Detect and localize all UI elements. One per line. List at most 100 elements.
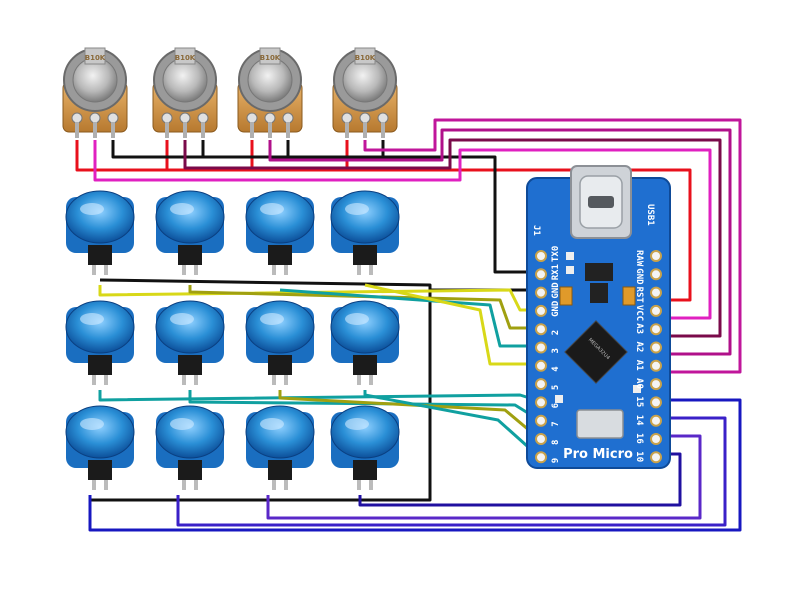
pin-label-left-2: GND bbox=[551, 282, 561, 299]
pot-label: B10K bbox=[260, 54, 281, 62]
pin-left-11 bbox=[535, 451, 547, 464]
button-leg-1 bbox=[272, 375, 276, 385]
board-name: Pro Micro bbox=[563, 447, 633, 462]
button-cap bbox=[65, 300, 135, 354]
pin-right-10 bbox=[650, 433, 662, 445]
button-highlight bbox=[260, 418, 284, 430]
pin-label-left-11: 9 bbox=[551, 458, 561, 463]
pot-knob bbox=[247, 57, 293, 103]
pin-left-6 bbox=[535, 359, 547, 372]
button-switch bbox=[178, 245, 202, 265]
wire-row4 bbox=[364, 283, 536, 366]
potentiometer-4: B10K bbox=[332, 47, 398, 138]
wire-row2 bbox=[188, 285, 536, 330]
pot-leg-1 bbox=[93, 122, 97, 138]
smd-1 bbox=[566, 252, 574, 260]
pot-label: B10K bbox=[85, 54, 106, 62]
wire-gnd-buttons bbox=[90, 278, 432, 502]
wire-row1 bbox=[98, 285, 536, 312]
pin-label-right-4: A3 bbox=[634, 323, 644, 334]
pot-pin-0 bbox=[161, 112, 173, 124]
button-highlight bbox=[260, 203, 284, 215]
pot-pin-2 bbox=[197, 112, 209, 124]
capacitor-2 bbox=[622, 286, 636, 306]
pot-leg-2 bbox=[381, 122, 385, 138]
button-highlight bbox=[345, 203, 369, 215]
button-leg-2 bbox=[194, 375, 198, 385]
button-highlight bbox=[170, 418, 194, 430]
button-leg-2 bbox=[369, 480, 373, 490]
button-highlight bbox=[80, 203, 104, 215]
button-highlight bbox=[80, 313, 104, 325]
pin-label-left-7: 5 bbox=[551, 385, 561, 390]
pin-label-right-7: A0 bbox=[634, 378, 644, 389]
pro-micro-board: USB1 J1 MEGA32U4 Pro Micro TX0RX1GNDGND2… bbox=[526, 165, 671, 469]
wire-row8 bbox=[363, 390, 538, 456]
button-leg-1 bbox=[92, 375, 96, 385]
regulator-2 bbox=[590, 283, 608, 303]
pin-right-3 bbox=[650, 304, 662, 317]
wire-row5 bbox=[98, 390, 537, 402]
wire-row7 bbox=[278, 390, 537, 438]
pot-pin-2 bbox=[377, 112, 389, 124]
potentiometer-3: B10K bbox=[237, 47, 303, 138]
wire-vcc bbox=[75, 140, 692, 302]
regulator bbox=[585, 263, 613, 281]
pin-left-0 bbox=[535, 250, 547, 262]
button-cap bbox=[65, 190, 135, 244]
pin-right-1 bbox=[650, 268, 662, 281]
button-leg-2 bbox=[104, 480, 108, 490]
pin-right-9 bbox=[650, 414, 662, 427]
mega32u4-chip: MEGA32U4 bbox=[564, 320, 628, 384]
button-highlight bbox=[345, 313, 369, 325]
pin-label-right-10: 16 bbox=[634, 433, 644, 444]
button-switch bbox=[268, 355, 292, 375]
pin-label-left-1: RX1 bbox=[551, 264, 561, 280]
button-cap bbox=[245, 190, 315, 244]
pin-right-6 bbox=[650, 359, 662, 372]
button-highlight bbox=[260, 313, 284, 325]
pin-right-11 bbox=[650, 451, 662, 464]
button-switch bbox=[268, 460, 292, 480]
wire-row3 bbox=[279, 288, 536, 348]
pot-pin-1 bbox=[179, 112, 191, 124]
smd-2 bbox=[566, 266, 574, 274]
wire-gnd-pots bbox=[111, 140, 536, 274]
pot-knob bbox=[162, 57, 208, 103]
pot-shaft bbox=[259, 47, 281, 65]
capacitor-1 bbox=[559, 286, 573, 306]
pot-label: B10K bbox=[355, 54, 376, 62]
wire-col3 bbox=[266, 434, 702, 520]
j1-label: J1 bbox=[531, 225, 541, 236]
button-leg-2 bbox=[194, 265, 198, 275]
button-switch bbox=[353, 355, 377, 375]
button-cap bbox=[330, 300, 400, 354]
pot-shaft bbox=[354, 47, 376, 65]
potentiometers: B10K B10K B10K B10K bbox=[62, 47, 398, 138]
pin-right-8 bbox=[650, 396, 662, 409]
potentiometer-2: B10K bbox=[152, 47, 218, 138]
potentiometer-1: B10K bbox=[62, 47, 128, 138]
wire-col4 bbox=[358, 452, 682, 507]
arcade-buttons bbox=[65, 190, 400, 490]
button-leg-1 bbox=[182, 375, 186, 385]
pot-pin-0 bbox=[71, 112, 83, 124]
pin-right-4 bbox=[650, 323, 662, 336]
button-highlight bbox=[80, 418, 104, 430]
pin-label-left-10: 8 bbox=[551, 440, 561, 445]
button-leg-1 bbox=[357, 375, 361, 385]
pot-leg-1 bbox=[268, 122, 272, 138]
smd-4 bbox=[633, 385, 641, 393]
wire-col1 bbox=[88, 398, 742, 532]
wires bbox=[75, 118, 742, 532]
pin-label-right-5: A2 bbox=[634, 342, 644, 353]
button-leg-1 bbox=[357, 480, 361, 490]
button-leg-2 bbox=[104, 265, 108, 275]
button-cap bbox=[155, 300, 225, 354]
pin-label-left-4: 2 bbox=[551, 330, 561, 335]
pot-leg-0 bbox=[75, 122, 79, 138]
wire-row6 bbox=[188, 390, 537, 420]
wire-a1 bbox=[268, 128, 732, 356]
